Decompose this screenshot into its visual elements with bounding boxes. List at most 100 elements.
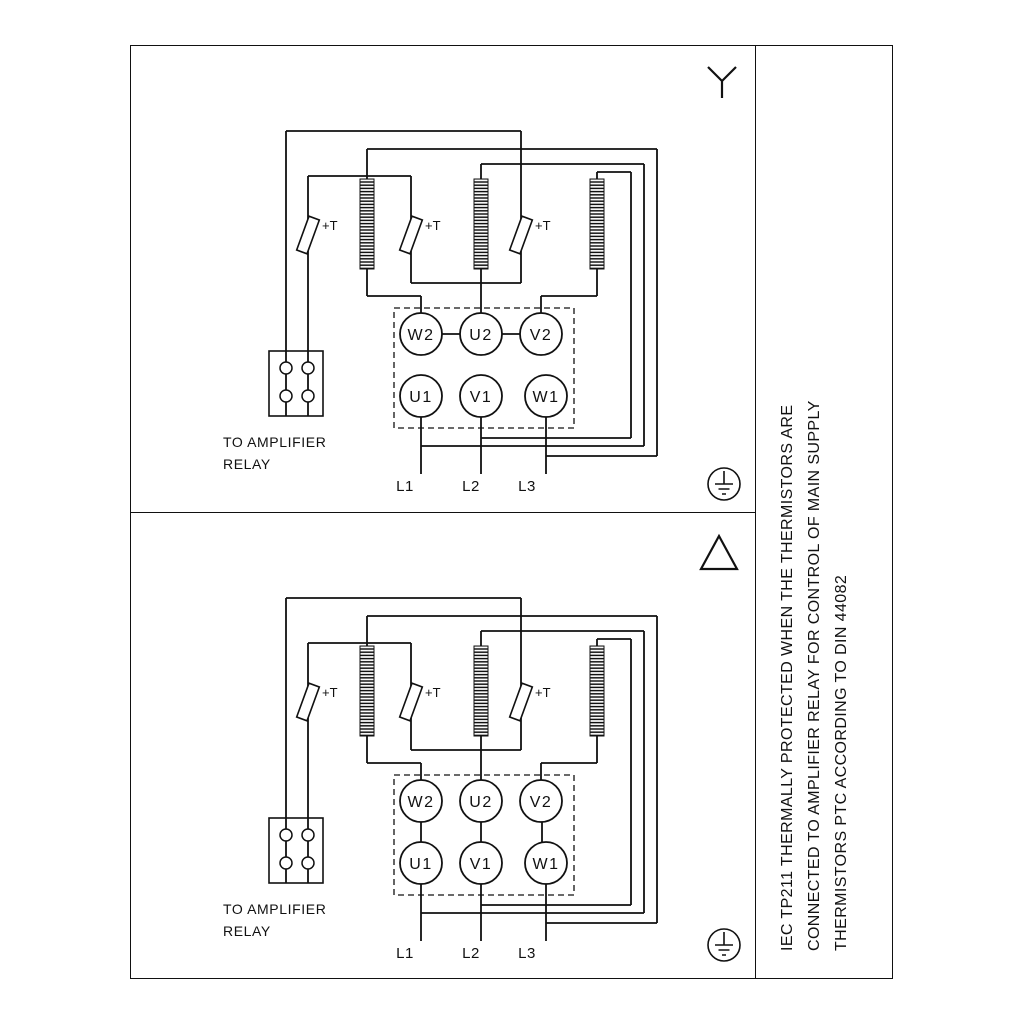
ground-icon [707, 928, 741, 962]
diagram-frame: +T +T +T TO AMPLIFIER RELAY [130, 45, 893, 979]
thermistor-icon [508, 682, 534, 722]
relay-box: TO AMPLIFIER RELAY [223, 817, 326, 939]
diagram-column: +T +T +T TO AMPLIFIER RELAY [131, 46, 756, 978]
terminal-label: W2 [408, 327, 435, 344]
motor-windings [359, 645, 605, 737]
terminal-w2: W2 [399, 779, 443, 823]
terminal-label: U2 [469, 327, 492, 344]
star-icon [707, 66, 737, 98]
supply-label-l2: L2 [462, 478, 480, 495]
terminal-block-outline [393, 307, 575, 429]
thermistor-icon [295, 215, 321, 255]
terminal-label: V1 [470, 389, 493, 406]
relay-caption-line2: RELAY [223, 456, 271, 472]
delta-icon-path [699, 533, 739, 571]
relay-outline [268, 350, 324, 417]
relay-terminal [279, 361, 293, 375]
terminal-circle [524, 841, 568, 885]
terminal-circle [459, 312, 503, 356]
winding-bar [473, 178, 489, 270]
relay-terminal [301, 389, 315, 403]
thermistor-icon [508, 215, 534, 255]
terminal-w2: W2 [399, 312, 443, 356]
ground-icon [707, 467, 741, 501]
thermistor-label: +T [535, 218, 551, 233]
delta-icon [699, 533, 739, 571]
terminal-block-outline [393, 774, 575, 896]
wiring [285, 597, 658, 941]
terminal-circle [399, 374, 443, 418]
terminal-u1: U1 [399, 374, 443, 418]
thermistor-label: +T [425, 218, 441, 233]
side-note-line3: THERMISTORS PTC ACCORDING TO DIN 44082 [833, 574, 850, 951]
supply-label-l1: L1 [396, 478, 414, 495]
relay-caption-line1: TO AMPLIFIER [223, 901, 326, 917]
winding-bar [359, 645, 375, 737]
side-note: IEC TP211 THERMALLY PROTECTED WHEN THE T… [774, 351, 864, 951]
panel-star: +T +T +T TO AMPLIFIER RELAY [131, 46, 756, 512]
supply-labels: L1 L2 L3 [396, 478, 536, 495]
star-icon-path [707, 66, 737, 98]
supply-label-l3: L3 [518, 945, 536, 962]
relay-terminal [279, 856, 293, 870]
terminal-circle [399, 312, 443, 356]
side-note-column: IEC TP211 THERMALLY PROTECTED WHEN THE T… [756, 46, 892, 978]
ground-circle [707, 928, 741, 962]
terminal-block: W2 U2 V2 U1 [393, 307, 575, 429]
terminal-label: U1 [409, 389, 432, 406]
relay-terminal [301, 361, 315, 375]
terminal-label: W2 [408, 794, 435, 811]
winding-bar [589, 178, 605, 270]
star-wiring-svg: +T +T +T TO AMPLIFIER RELAY [223, 66, 741, 501]
relay-terminal [279, 828, 293, 842]
relay-caption-line2: RELAY [223, 923, 271, 939]
terminal-label: W1 [533, 856, 560, 873]
relay-box: TO AMPLIFIER RELAY [223, 350, 326, 472]
terminal-circle [459, 841, 503, 885]
side-note-line1: IEC TP211 THERMALLY PROTECTED WHEN THE T… [779, 404, 796, 951]
terminal-label: W1 [533, 389, 560, 406]
motor-windings [359, 178, 605, 270]
delta-wiring-svg: +T +T +T TO AMPLIFIER RELAY [223, 533, 741, 962]
terminal-circle [399, 841, 443, 885]
terminal-u1: U1 [399, 841, 443, 885]
supply-label-l2: L2 [462, 945, 480, 962]
terminal-label: U1 [409, 856, 432, 873]
relay-terminal [301, 856, 315, 870]
terminal-v2: V2 [519, 779, 563, 823]
relay-terminal [301, 828, 315, 842]
relay-terminal [279, 389, 293, 403]
supply-label-l1: L1 [396, 945, 414, 962]
terminal-u2: U2 [459, 779, 503, 823]
ground-glyph [715, 932, 733, 956]
winding-bar [473, 645, 489, 737]
supply-label-l3: L3 [518, 478, 536, 495]
terminal-label: V2 [530, 327, 553, 344]
thermistor-icon [398, 215, 424, 255]
terminal-label: V1 [470, 856, 493, 873]
terminal-v1: V1 [459, 374, 503, 418]
wiring [285, 130, 658, 474]
thermistor-label: +T [322, 685, 338, 700]
terminal-v2: V2 [519, 312, 563, 356]
thermistor-label: +T [425, 685, 441, 700]
terminal-circle [399, 779, 443, 823]
terminal-label: V2 [530, 794, 553, 811]
relay-outline [268, 817, 324, 884]
terminal-label: U2 [469, 794, 492, 811]
relay-caption-line1: TO AMPLIFIER [223, 434, 326, 450]
thermistors: +T +T +T [295, 682, 551, 722]
ground-circle [707, 467, 741, 501]
thermistor-label: +T [322, 218, 338, 233]
terminal-v1: V1 [459, 841, 503, 885]
side-note-line2: CONNECTED TO AMPLIFIER RELAY FOR CONTROL… [806, 400, 823, 951]
winding-bar [359, 178, 375, 270]
thermistor-label: +T [535, 685, 551, 700]
terminal-block: W2 U2 V2 U1 [393, 774, 575, 896]
supply-labels: L1 L2 L3 [396, 945, 536, 962]
winding-bar [589, 645, 605, 737]
terminal-circle [524, 374, 568, 418]
terminal-u2: U2 [459, 312, 503, 356]
terminal-w1: W1 [524, 374, 568, 418]
